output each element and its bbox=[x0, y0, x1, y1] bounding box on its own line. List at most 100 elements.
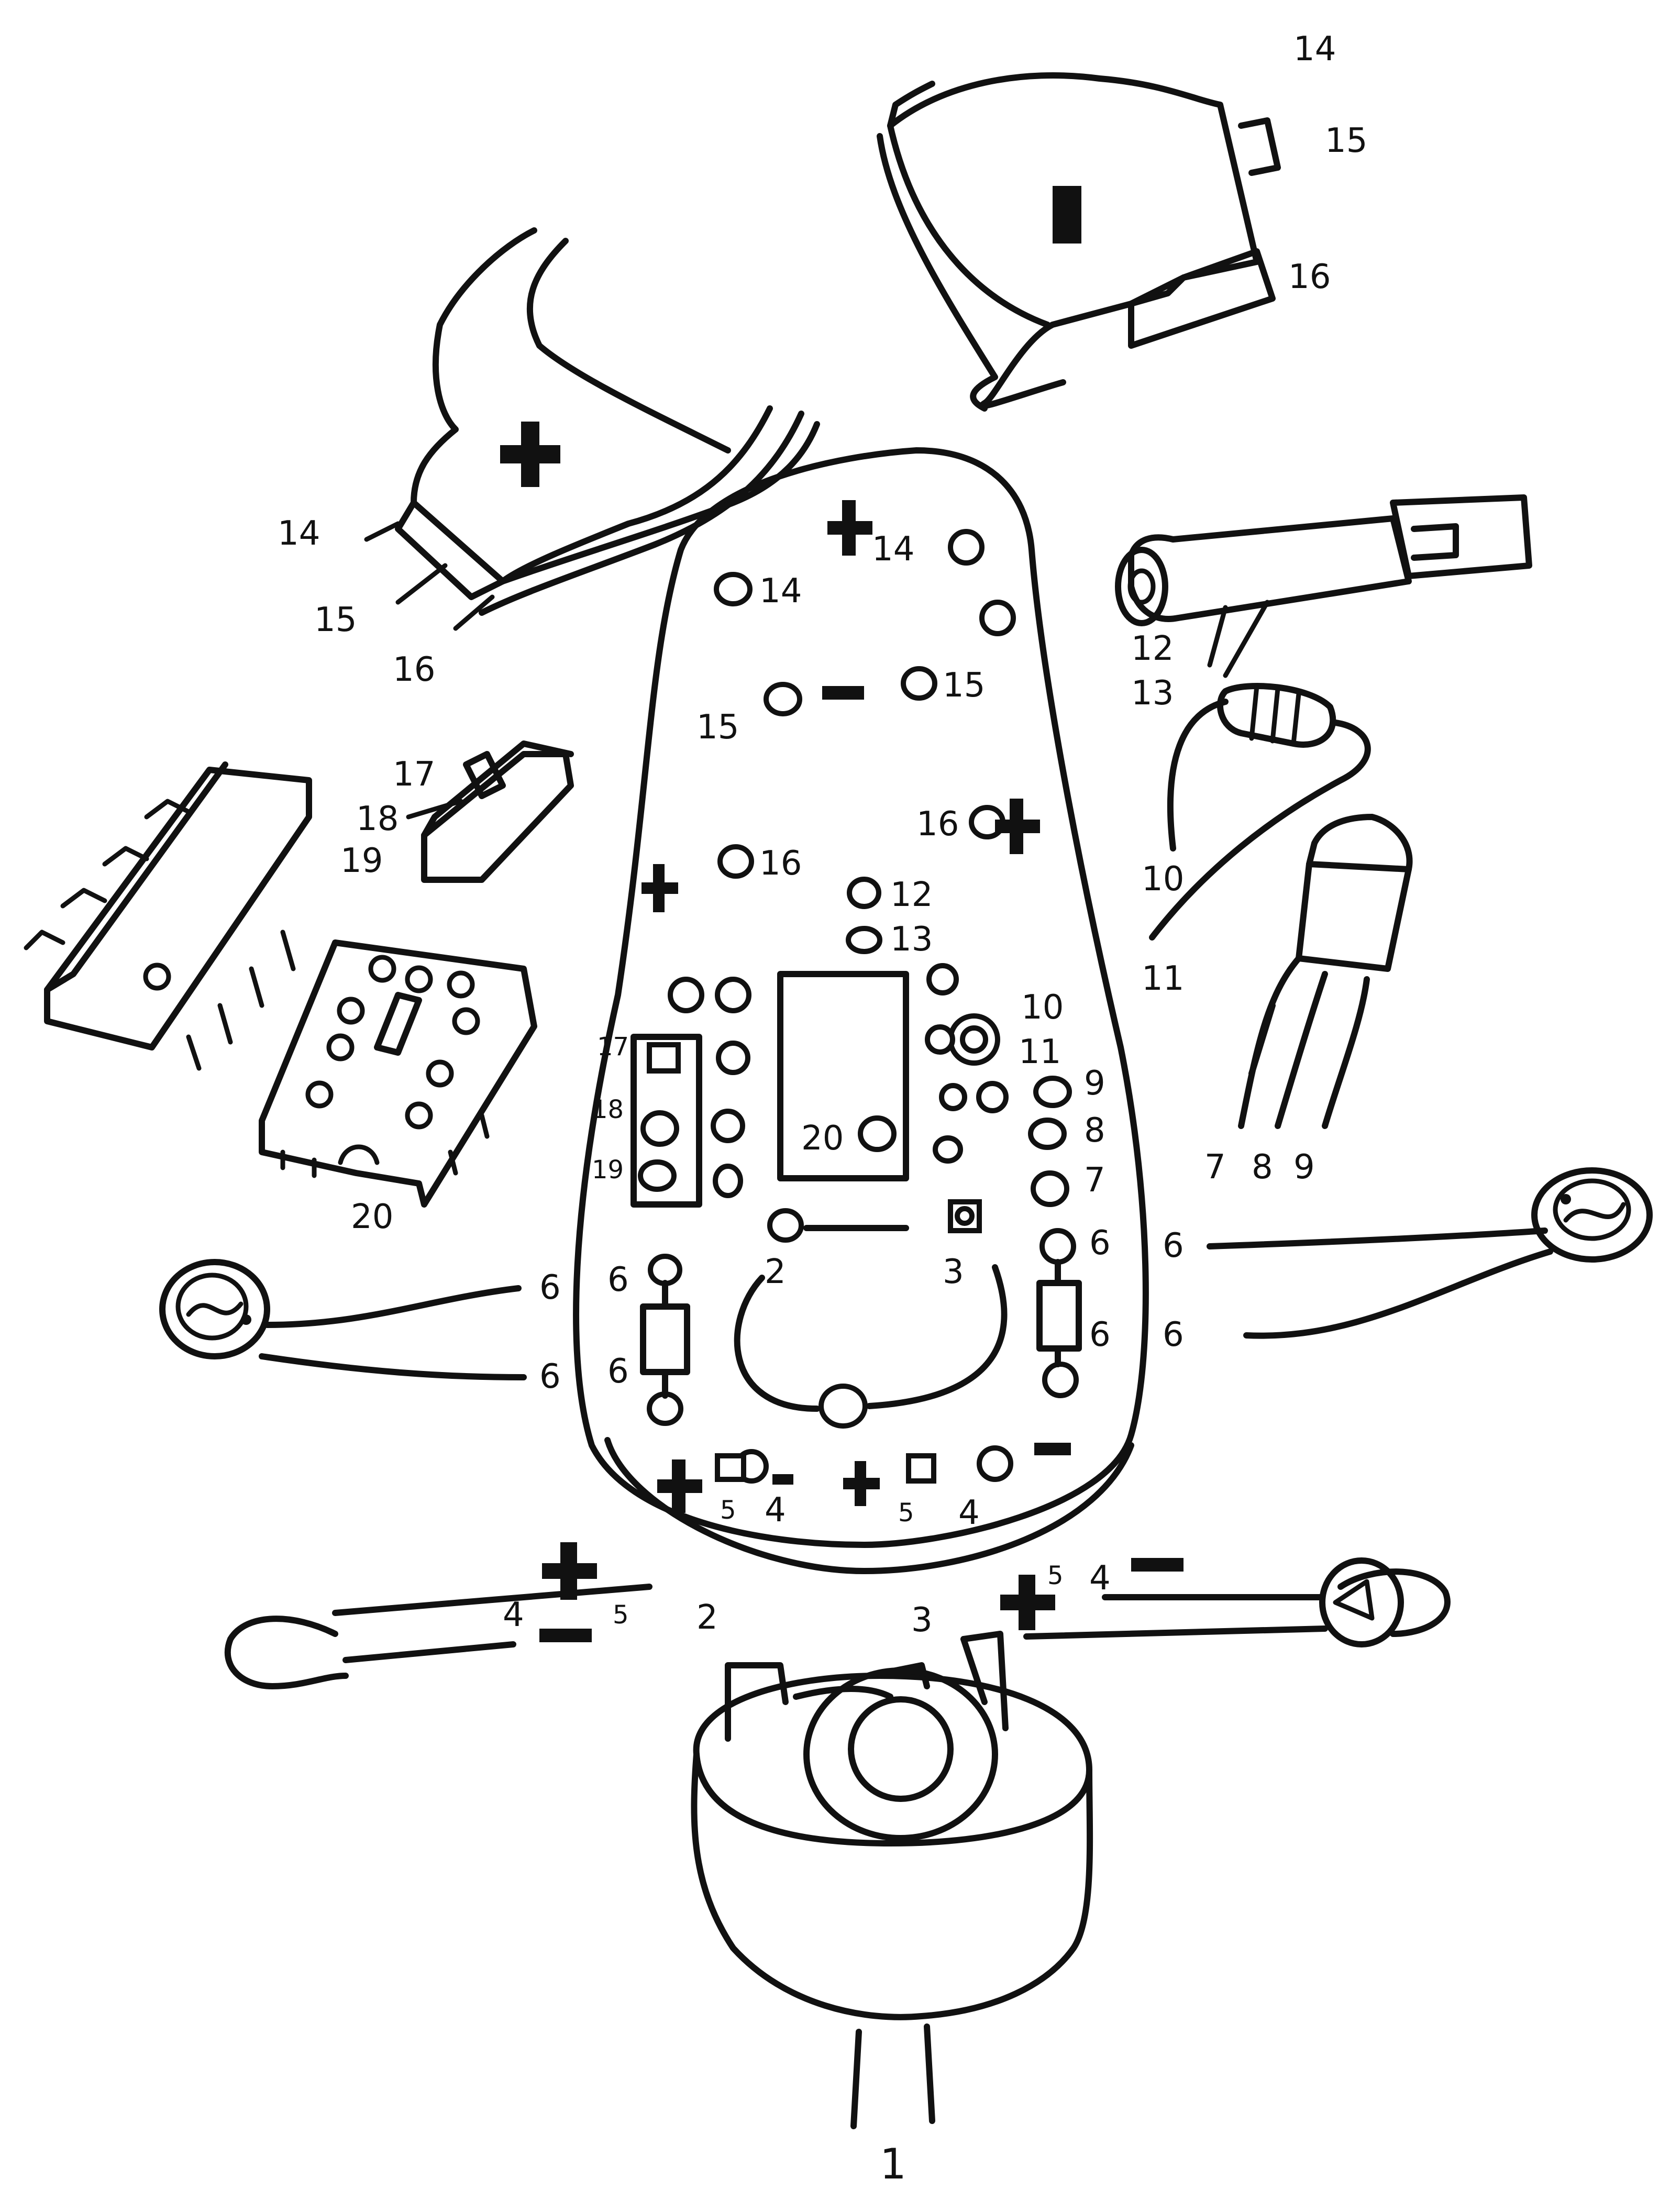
button-cap bbox=[1390, 494, 1532, 579]
pad-15b bbox=[901, 666, 937, 701]
lead-left-plus bbox=[542, 1542, 597, 1600]
lead-right-minus bbox=[1131, 1558, 1184, 1572]
pad-left-a bbox=[668, 977, 704, 1013]
pad-3-inner bbox=[955, 1206, 975, 1226]
resistor-label-11: 11 bbox=[1142, 959, 1184, 998]
pad-2 bbox=[767, 1208, 804, 1243]
ic-socket: 20 bbox=[259, 939, 537, 1236]
board-label-4-left: 4 bbox=[765, 1491, 786, 1530]
button-cap-slot bbox=[1411, 523, 1459, 561]
resistor-lead-right bbox=[1149, 720, 1371, 941]
pad-5-right bbox=[906, 1453, 936, 1484]
ic-footprint bbox=[777, 971, 909, 1181]
plus-mark-right bbox=[995, 799, 1040, 854]
socket-hole-2 bbox=[405, 965, 433, 993]
lead-right-plug bbox=[1337, 1568, 1451, 1637]
sensor-left-outer bbox=[159, 1259, 270, 1359]
socket-hole-7 bbox=[426, 1059, 454, 1088]
clip-minus-front bbox=[887, 123, 1050, 328]
board-label-20: 20 bbox=[801, 1119, 844, 1158]
lead-right-label-5: 5 bbox=[1047, 1561, 1064, 1590]
ic-pins-top bbox=[24, 799, 191, 950]
button-label-12: 12 bbox=[1131, 629, 1174, 668]
pad-left-e bbox=[713, 1164, 743, 1198]
pot-leg-right bbox=[960, 1631, 1009, 1731]
transistor-label-8: 8 bbox=[1252, 1148, 1273, 1187]
resistor-bands bbox=[1249, 683, 1301, 746]
minus-mark-middle bbox=[822, 686, 864, 700]
ic-chip bbox=[24, 761, 312, 1071]
pad-5-left bbox=[715, 1453, 746, 1482]
board-label-9: 9 bbox=[1084, 1064, 1105, 1103]
clip-plus-strap-2 bbox=[479, 411, 804, 616]
plus-sign-on-clip bbox=[500, 422, 560, 487]
lead-left-minus bbox=[539, 1629, 592, 1642]
sensor-right-inner bbox=[1553, 1178, 1631, 1241]
sensor-left-dot bbox=[241, 1314, 251, 1325]
resistor-left bbox=[640, 1303, 690, 1375]
clip-plus-body bbox=[411, 227, 820, 584]
pad-11 bbox=[976, 1081, 1009, 1113]
board-label-5-left: 5 bbox=[720, 1496, 736, 1525]
board-label-18: 18 bbox=[592, 1095, 624, 1124]
board-label-17: 17 bbox=[597, 1032, 629, 1061]
resistor-label-10: 10 bbox=[1142, 860, 1184, 899]
lead-right-ring bbox=[1319, 1557, 1404, 1647]
sensor-disc-left: 6 6 bbox=[159, 1259, 561, 1396]
plus-mark-bottom-center bbox=[843, 1461, 880, 1506]
pad-12 bbox=[847, 877, 881, 909]
board-label-10: 10 bbox=[1021, 988, 1064, 1027]
socket-body bbox=[259, 939, 537, 1208]
sensor-left-label-6a: 6 bbox=[539, 1268, 561, 1307]
pad-right-a bbox=[926, 963, 959, 996]
board-label-6-left-b: 6 bbox=[607, 1352, 629, 1391]
pad-left-b bbox=[715, 977, 751, 1013]
switch-knob bbox=[463, 751, 506, 799]
lead-left-label-4: 4 bbox=[503, 1596, 524, 1634]
sensor-right-wire-bottom bbox=[1243, 1248, 1553, 1339]
resistor-component: 10 11 bbox=[1142, 683, 1371, 998]
clip-plus-label-16: 16 bbox=[393, 650, 435, 689]
circuit-board: 14 14 15 15 16 16 12 13 17 18 19 20 10 1… bbox=[573, 447, 1149, 1574]
socket-hole-9 bbox=[405, 1101, 433, 1130]
pad-13 bbox=[846, 926, 882, 954]
sensor-left-wire-top bbox=[264, 1285, 522, 1328]
transistor-label-7: 7 bbox=[1204, 1148, 1226, 1187]
sensor-left-mark bbox=[186, 1301, 244, 1317]
lead-left-label-5: 5 bbox=[613, 1600, 629, 1630]
button-label-13: 13 bbox=[1131, 674, 1174, 713]
switch-top bbox=[421, 740, 574, 838]
switch-label-19: 19 bbox=[340, 842, 383, 880]
resistor-lead-left bbox=[1167, 699, 1229, 851]
lead-right-wire-bottom bbox=[1023, 1625, 1328, 1640]
board-label-2: 2 bbox=[765, 1253, 786, 1291]
board-label-12: 12 bbox=[890, 876, 933, 914]
pad-6-right-a bbox=[1039, 1228, 1076, 1265]
board-label-14: 14 bbox=[759, 572, 802, 611]
transistor-dome bbox=[1306, 814, 1413, 872]
clip-plus-label-15: 15 bbox=[314, 601, 357, 639]
clip-minus-base bbox=[1128, 248, 1276, 349]
pad-6-left-a bbox=[648, 1254, 682, 1286]
clip-plus-lead-14 bbox=[364, 521, 401, 542]
board-label-8: 8 bbox=[1084, 1111, 1105, 1150]
sensor-disc-right: 6 6 bbox=[1163, 1167, 1653, 1354]
pad-18 bbox=[640, 1110, 679, 1147]
button-tube bbox=[1128, 515, 1412, 622]
board-label-5-right: 5 bbox=[898, 1498, 914, 1528]
pad-14a bbox=[714, 572, 753, 606]
minus-sign-on-clip bbox=[1053, 186, 1081, 244]
pad-20 bbox=[858, 1115, 897, 1152]
pot-dial bbox=[803, 1667, 998, 1841]
board-label-15-right: 15 bbox=[943, 666, 985, 705]
sensor-right-label-6a: 6 bbox=[1163, 1226, 1184, 1265]
socket-hole-4 bbox=[337, 997, 365, 1025]
socket-label-20: 20 bbox=[351, 1198, 393, 1236]
socket-legs bbox=[280, 1113, 490, 1178]
pot-leg-left bbox=[725, 1662, 789, 1742]
button-tube-end bbox=[1115, 547, 1168, 626]
pad-15a bbox=[764, 682, 802, 716]
pot-body-side bbox=[691, 1751, 1093, 2020]
pot-shaft bbox=[850, 2023, 935, 2129]
